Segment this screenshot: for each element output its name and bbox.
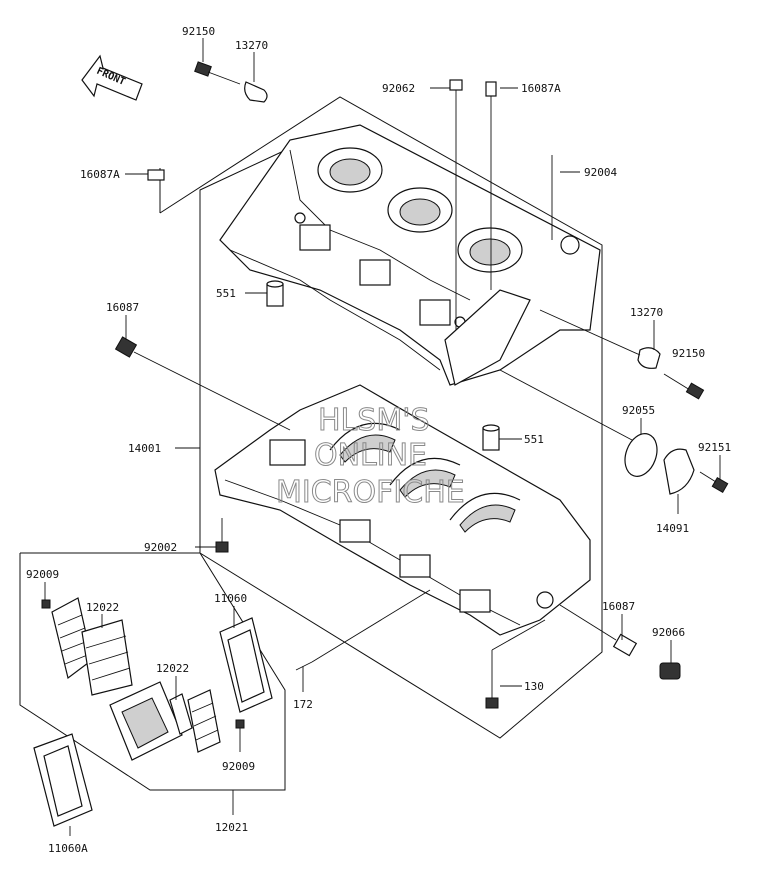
callout-92055: 92055 [622, 404, 655, 417]
callout-92004: 92004 [584, 166, 617, 179]
callout-551-lower: 551 [524, 433, 544, 446]
callout-13270-top: 13270 [235, 39, 268, 52]
lower-crankcase [214, 384, 591, 636]
callout-172: 172 [293, 698, 313, 711]
watermark-line-1: HLSM'S [318, 403, 430, 438]
callout-92066: 92066 [652, 626, 685, 639]
leader-lines [44, 38, 721, 836]
watermark: HLSM'S ONLINE MICROFICHE [276, 403, 466, 511]
upper-crankcase [219, 124, 601, 386]
reed-valve-frame [19, 552, 286, 791]
watermark-line-3: MICROFICHE [276, 475, 465, 510]
callout-92009-top: 92009 [26, 568, 59, 581]
front-arrow-icon: FRONT [81, 54, 143, 101]
callout-16087-right: 16087 [602, 600, 635, 613]
callout-92150-right: 92150 [672, 347, 705, 360]
callout-16087A-left: 16087A [80, 168, 120, 181]
callout-92009-bottom: 92009 [222, 760, 255, 773]
reed-valve-parts [33, 597, 273, 827]
small-parts [114, 61, 729, 709]
callout-13270-right: 13270 [630, 306, 663, 319]
callout-12021: 12021 [215, 821, 248, 834]
callout-92002: 92002 [144, 541, 177, 554]
callout-12022-mid: 12022 [156, 662, 189, 675]
callout-11060: 11060 [214, 592, 247, 605]
callout-16087A-right: 16087A [521, 82, 561, 95]
callout-92150-top: 92150 [182, 25, 215, 38]
callout-labels: 92150 13270 92062 16087A 16087A 92004 55… [26, 25, 731, 855]
callout-130: 130 [524, 680, 544, 693]
callout-14001: 14001 [128, 442, 161, 455]
callout-551-upper: 551 [216, 287, 236, 300]
callout-11060A: 11060A [48, 842, 88, 855]
callout-14091: 14091 [656, 522, 689, 535]
callout-12022-top: 12022 [86, 601, 119, 614]
callout-92151: 92151 [698, 441, 731, 454]
callout-92062: 92062 [382, 82, 415, 95]
callout-16087-left: 16087 [106, 301, 139, 314]
watermark-line-2: ONLINE [314, 438, 427, 473]
